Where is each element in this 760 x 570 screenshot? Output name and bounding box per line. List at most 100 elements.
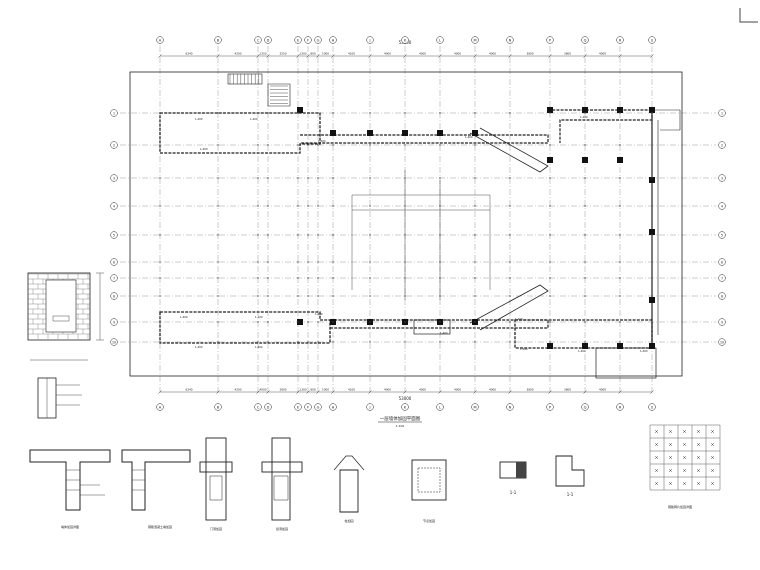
grid-node (619, 341, 621, 343)
axis-bubble (471, 403, 479, 411)
column-marker (582, 157, 588, 163)
axis-bubble (110, 338, 118, 346)
axis-bubble (546, 403, 554, 411)
grid-node (369, 341, 371, 343)
mesh-anchor (668, 442, 673, 447)
beam-tag: 1-400 (580, 115, 588, 119)
axis-label: M (473, 38, 476, 42)
grid-node (369, 261, 371, 263)
grid-node (307, 205, 309, 207)
grid-node (332, 261, 334, 263)
detail4-wall (271, 437, 291, 521)
grid-node (267, 112, 269, 114)
axis-label: R (619, 405, 622, 409)
axis-bubble (401, 403, 409, 411)
grid-node (369, 112, 371, 114)
axis-label: 1 (113, 111, 115, 115)
axis-bubble (294, 36, 302, 44)
dimension-value: 4100 (348, 388, 355, 392)
beam-tag: 1-400 (195, 345, 203, 349)
detail4-hatch (273, 475, 289, 501)
grid-node (509, 144, 511, 146)
axis-bubble (304, 36, 312, 44)
grid-node (474, 295, 476, 297)
grid-node (257, 261, 259, 263)
grid-node (584, 341, 586, 343)
grid-node (549, 234, 551, 236)
axis-label: A (159, 38, 162, 42)
dimension-value: 4000 (489, 52, 496, 56)
grid-node (619, 234, 621, 236)
grid-node (267, 261, 269, 263)
grid-node (509, 112, 511, 114)
mesh-grid (649, 424, 721, 491)
column-grid-lines (159, 46, 653, 392)
axis-label: 9 (721, 320, 723, 324)
grid-node (257, 321, 259, 323)
interior-lines (351, 170, 491, 300)
grid-node (217, 261, 219, 263)
total-dimension-bottom: 53000 (399, 396, 412, 401)
axis-label: H (332, 405, 335, 409)
axis-label: E (297, 38, 300, 42)
axis-bubble (718, 109, 726, 117)
dimension-tick (583, 54, 587, 58)
mesh-anchor (696, 481, 701, 486)
beam-tag: 1-400 (255, 345, 263, 349)
detail4-lintel (261, 461, 303, 473)
axis-bubble (401, 36, 409, 44)
mesh-anchor (668, 481, 673, 486)
grid-node (307, 261, 309, 263)
beam-tag: 1-400 (440, 331, 448, 335)
detail-caption-7: 钢筋网片加固详图 (668, 504, 692, 509)
grid-node (651, 295, 653, 297)
dimension-value: 4100 (348, 52, 355, 56)
dimension-value: 800 (310, 52, 316, 56)
dimension-tick (216, 54, 220, 58)
detail8-outline (555, 455, 585, 487)
axis-label: 3 (113, 176, 115, 180)
axis-label: 8 (113, 294, 115, 298)
column-marker (437, 130, 443, 136)
axis-label: N (509, 405, 512, 409)
mesh-anchor (710, 481, 715, 486)
section-leaders (56, 384, 82, 406)
grid-node (439, 234, 441, 236)
grid-node (217, 234, 219, 236)
grid-node (317, 321, 319, 323)
mesh-anchor (682, 468, 687, 473)
grid-node (584, 234, 586, 236)
grid-node (267, 234, 269, 236)
column-marker (402, 130, 408, 136)
grid-node (439, 112, 441, 114)
axis-label: 4 (113, 204, 115, 208)
grid-node (474, 112, 476, 114)
stair-top (227, 73, 263, 85)
detail-joint (411, 459, 447, 501)
brick-dim-line (96, 272, 104, 341)
axis-label: 2 (113, 143, 115, 147)
dimension-tick (548, 54, 552, 58)
detail3-wall (205, 437, 227, 521)
grid-node (317, 205, 319, 207)
dimension-tick (266, 54, 270, 58)
grid-node (307, 321, 309, 323)
axis-bubble (718, 258, 726, 266)
grid-node (651, 341, 653, 343)
grid-node (404, 234, 406, 236)
grid-node (369, 321, 371, 323)
grid-node (619, 177, 621, 179)
axis-bubble (366, 403, 374, 411)
axis-label: P (549, 405, 552, 409)
axis-label: 6 (113, 260, 115, 264)
grid-node (217, 277, 219, 279)
detail-caption-2: 钢筋混凝土墙加固 (148, 524, 172, 529)
mesh-anchor (710, 455, 715, 460)
axis-label: P (549, 38, 552, 42)
column-marker (582, 343, 588, 349)
column-marker (367, 130, 373, 136)
axis-label: A (159, 405, 162, 409)
east-step (652, 109, 681, 131)
column-marker (649, 177, 655, 183)
beam-tag: 1-400 (200, 147, 208, 151)
